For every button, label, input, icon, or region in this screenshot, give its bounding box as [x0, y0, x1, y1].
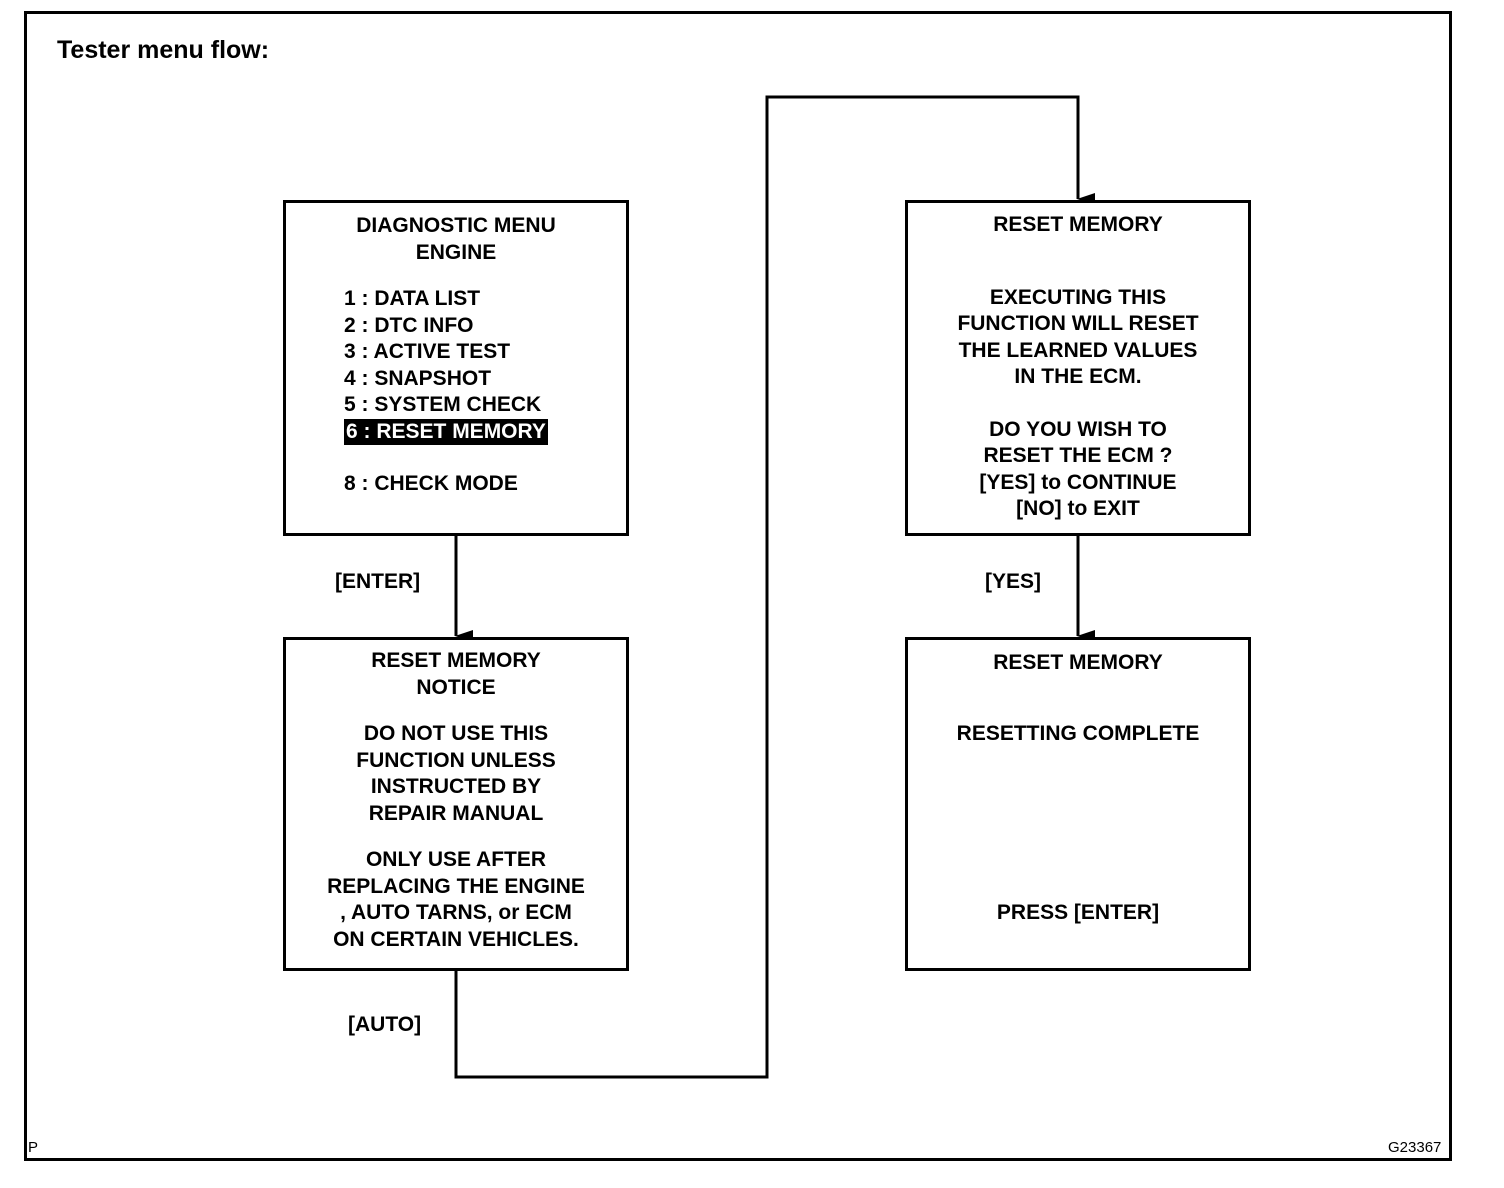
diagram-frame [24, 11, 1452, 1161]
message-line: IN THE ECM. [1014, 365, 1142, 388]
reset-notice-screen: RESET MEMORY NOTICE DO NOT USE THIS FUNC… [283, 637, 629, 971]
menu-item-snapshot[interactable]: 4 : SNAPSHOT [344, 366, 492, 390]
screen-subheading: NOTICE [416, 675, 496, 699]
message-line: THE LEARNED VALUES [958, 338, 1198, 362]
screen-heading: DIAGNOSTIC MENU [356, 214, 556, 237]
message-line: EXECUTING THIS [989, 285, 1167, 309]
message-line: FUNCTION WILL RESET [957, 312, 1199, 335]
prompt-no-option: [NO] to EXIT [1016, 497, 1140, 520]
enter-label: [ENTER] [335, 570, 421, 593]
usage-line: REPLACING THE ENGINE [327, 874, 585, 898]
diagram-title: Tester menu flow: [57, 36, 270, 64]
usage-line: ONLY USE AFTER [365, 848, 547, 871]
diagnostic-menu-screen: DIAGNOSTIC MENU ENGINE 1 : DATA LIST 2 :… [283, 200, 629, 536]
menu-item-active-test[interactable]: 3 : ACTIVE TEST [344, 340, 511, 363]
warning-line: REPAIR MANUAL [368, 801, 544, 825]
warning-line: DO NOT USE THIS [363, 722, 549, 745]
screen-heading: RESET MEMORY [371, 649, 541, 672]
usage-line: , AUTO TARNS, or ECM [340, 901, 572, 924]
instruction-text: PRESS [ENTER] [996, 901, 1160, 924]
prompt-yes-option: [YES] to CONTINUE [979, 470, 1177, 494]
yes-label: [YES] [985, 570, 1042, 593]
menu-item-reset-memory-selected[interactable]: 6 : RESET MEMORY [344, 418, 548, 445]
prompt-line: DO YOU WISH TO [989, 417, 1167, 441]
warning-line: FUNCTION UNLESS [356, 748, 556, 772]
screen-heading: RESET MEMORY [993, 651, 1163, 674]
warning-line: INSTRUCTED BY [370, 775, 542, 798]
usage-line: ON CERTAIN VEHICLES. [333, 927, 579, 951]
arrow-auto [454, 95, 1095, 1079]
menu-item-check-mode[interactable]: 8 : CHECK MODE [344, 472, 518, 495]
status-text: RESETTING COMPLETE [956, 722, 1200, 745]
prompt-line: RESET THE ECM ? [983, 444, 1173, 467]
screen-subheading: ENGINE [415, 240, 497, 264]
auto-label: [AUTO] [348, 1013, 422, 1036]
reset-complete-screen: RESET MEMORY RESETTING COMPLETE PRESS [E… [905, 637, 1251, 971]
figure-code: G23367 [1388, 1139, 1442, 1156]
menu-item-system-check[interactable]: 5 : SYSTEM CHECK [344, 393, 542, 416]
reset-confirm-screen: RESET MEMORY EXECUTING THIS FUNCTION WIL… [905, 200, 1251, 536]
screen-heading: RESET MEMORY [993, 213, 1163, 236]
corner-mark: P [28, 1139, 39, 1156]
menu-item-dtc-info[interactable]: 2 : DTC INFO [344, 313, 474, 337]
menu-item-data-list[interactable]: 1 : DATA LIST [344, 287, 481, 310]
